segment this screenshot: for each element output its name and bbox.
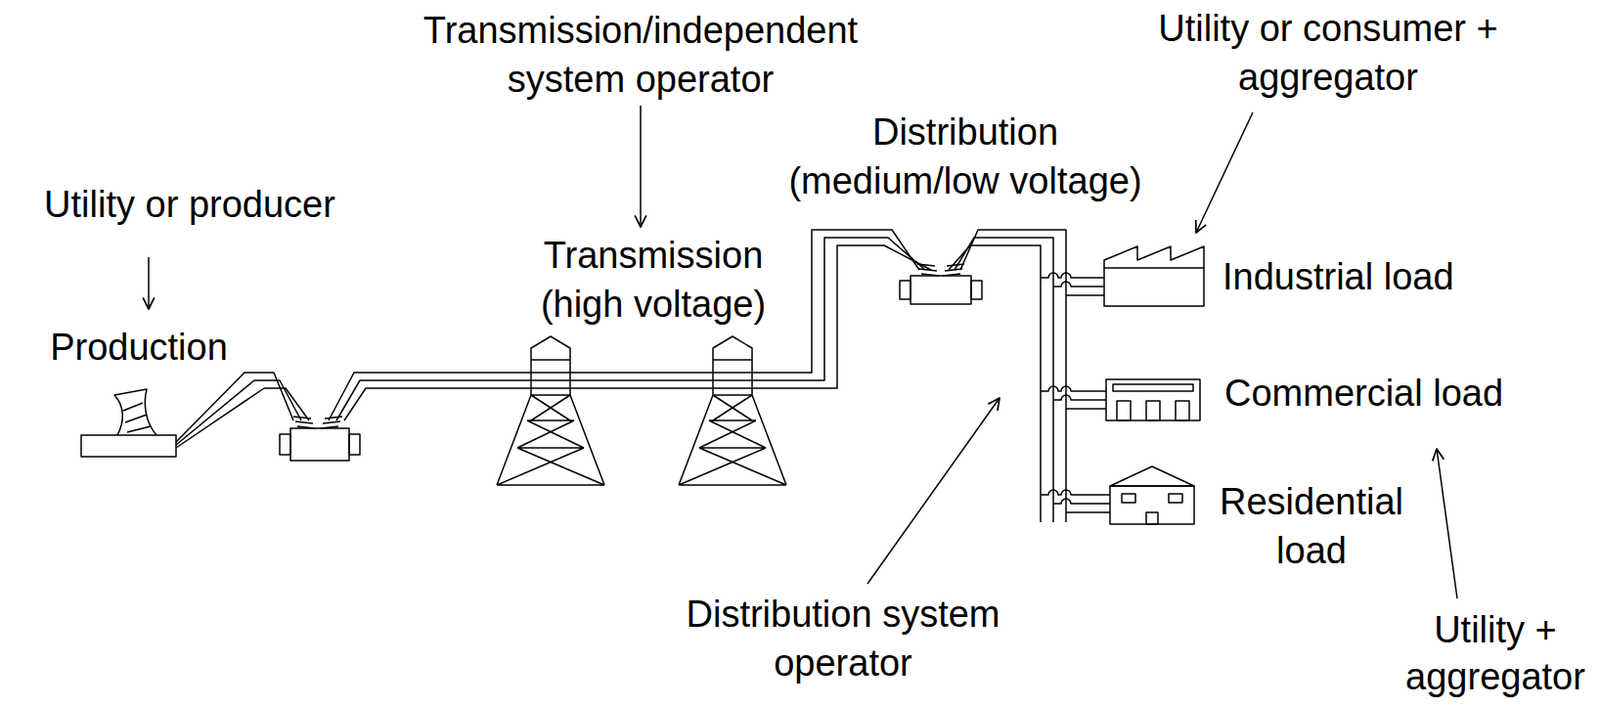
house-window [1121,493,1136,503]
shop-door [1175,400,1190,421]
text-label: Utility or consumer + aggregator [1142,3,1514,102]
text-label: Commercial load [1224,368,1538,418]
wire [1053,395,1107,400]
wire [1040,272,1105,278]
text-label: Distribution system operator [666,589,1020,688]
wire [1066,407,1107,410]
shop-sign [1112,384,1194,392]
transformer-cap [279,434,291,455]
wire [1053,281,1105,287]
shop-door [1146,400,1160,421]
transmission-tower [496,336,605,486]
wire [1066,511,1111,514]
transmission-tower [678,336,787,486]
wire [1053,498,1111,504]
transformer-cap [899,280,911,300]
leader-arrow [1196,112,1253,233]
transformer-cap [349,434,360,455]
wire [1066,294,1105,297]
tower-head [712,336,753,396]
transmission-wires [328,229,932,421]
turbine-hatch [123,402,151,433]
factory-icon [1104,246,1204,307]
text-label: Transmission/independent system operator [396,5,886,104]
power-plant [81,389,177,457]
leader-arrows [148,105,1458,599]
transformer-body [290,428,350,461]
text-label: Transmission (high voltage) [516,230,791,329]
leader-arrow [639,105,642,227]
text-label: Production [31,322,247,372]
transformer-coil [293,416,343,429]
wire [948,245,1041,523]
house-roof [1110,466,1195,487]
shop-door [1116,400,1131,421]
distribution-wires [948,229,1067,523]
wire [1040,489,1111,495]
text-label: Utility or producer [33,179,347,229]
generator-wires [176,372,310,448]
text-label: Residential load [1208,477,1415,576]
wire [954,237,1054,523]
leader-arrow [1436,448,1458,599]
transformer-body [910,275,972,305]
tower-head [531,336,571,396]
step-down-transformer [899,264,982,305]
transformer-cap [971,280,982,300]
text-label: Industrial load [1222,252,1516,302]
factory-body [1104,267,1204,307]
wire [1040,386,1107,392]
wire [328,229,920,421]
wire [176,388,310,448]
leader-arrow [867,398,1000,584]
shop-body [1106,379,1200,421]
step-up-transformer [279,416,360,461]
house-window [1168,493,1183,503]
shop-icon [1106,379,1200,421]
plant-base [81,435,177,457]
tower-lattice [678,359,787,486]
tower-lattice [496,359,605,486]
service-drops [1040,272,1111,513]
house-body [1110,486,1195,525]
house-icon [1110,466,1195,525]
house-door [1146,512,1158,525]
text-label: Distribution (medium/low voltage) [769,107,1161,206]
factory-roof [1104,246,1204,268]
turbine-shape [114,389,157,436]
text-label: Utility + aggregator [1397,606,1594,701]
leader-arrow [147,257,150,310]
